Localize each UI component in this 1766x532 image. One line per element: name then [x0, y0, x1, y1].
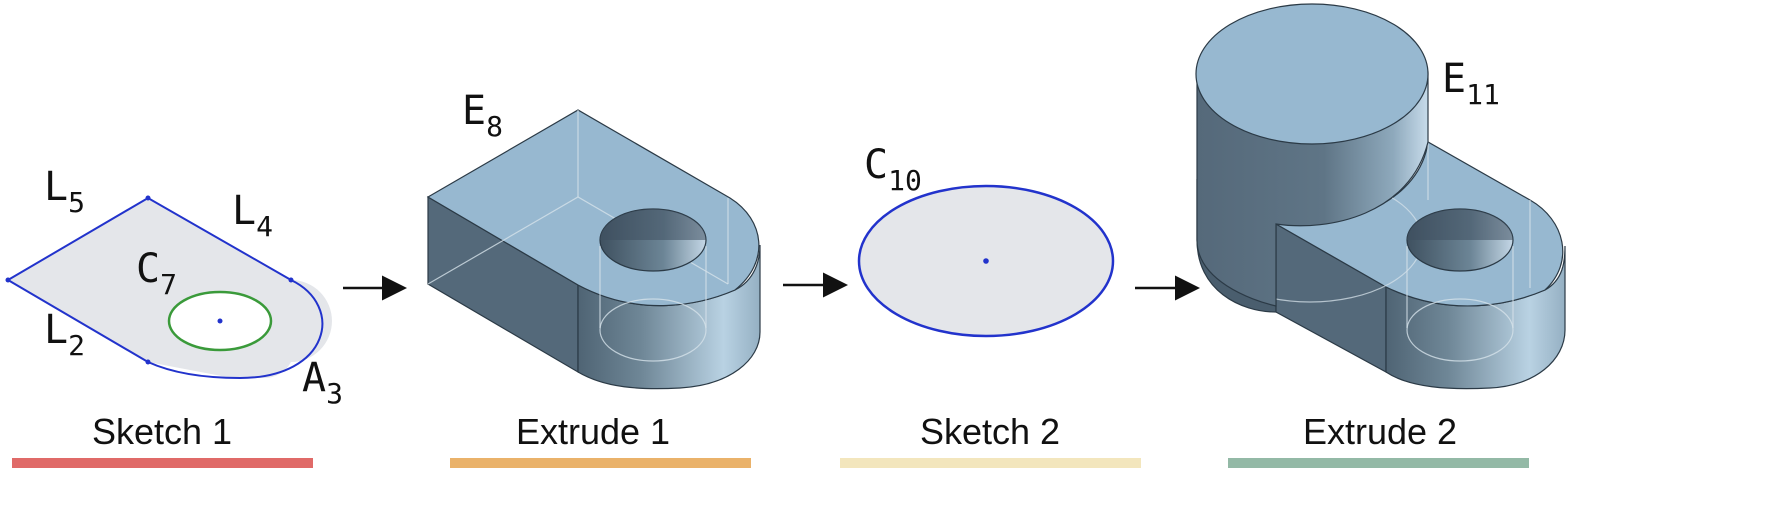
svg-text:C7: C7 — [136, 246, 177, 301]
svg-text:Sketch 2: Sketch 2 — [920, 411, 1060, 452]
extrude1-solid — [426, 109, 761, 390]
label-C10: C10 — [864, 142, 922, 197]
label-E11: E11 — [1442, 56, 1500, 111]
step-caption-sketch1: Sketch 1 — [92, 411, 232, 452]
sketch1-arc — [147, 279, 324, 380]
svg-text:A3: A3 — [302, 355, 343, 410]
sketch1-profile — [5, 195, 332, 380]
sketch2-circle — [857, 184, 1115, 338]
step-bar-sketch2 — [840, 458, 1141, 468]
label-E8: E8 — [462, 88, 503, 143]
sketch1-hole-center — [217, 318, 223, 324]
svg-text:Extrude 2: Extrude 2 — [1303, 411, 1457, 452]
step-caption-extrude2: Extrude 2 — [1303, 411, 1457, 452]
label-L2: L2 — [44, 307, 85, 362]
step-caption-sketch2: Sketch 2 — [920, 411, 1060, 452]
step-bar-sketch1 — [12, 458, 313, 468]
step-bar-extrude2 — [1228, 458, 1529, 468]
label-C7: C7 — [136, 246, 177, 301]
svg-text:Sketch 1: Sketch 1 — [92, 411, 232, 452]
svg-text:Extrude 1: Extrude 1 — [516, 411, 670, 452]
svg-text:L2: L2 — [44, 307, 85, 362]
label-A3: A3 — [302, 355, 343, 410]
svg-text:E11: E11 — [1442, 56, 1500, 111]
label-L5: L5 — [44, 164, 85, 219]
sketch1-line-bottom — [7, 279, 149, 363]
svg-text:E8: E8 — [462, 88, 503, 143]
label-L4: L4 — [232, 188, 273, 243]
svg-text:C10: C10 — [864, 142, 922, 197]
step-bar-extrude1 — [450, 458, 751, 468]
extrude2-solid — [1195, 3, 1566, 390]
step-caption-extrude1: Extrude 1 — [516, 411, 670, 452]
svg-text:L4: L4 — [232, 188, 273, 243]
svg-text:L5: L5 — [44, 164, 85, 219]
